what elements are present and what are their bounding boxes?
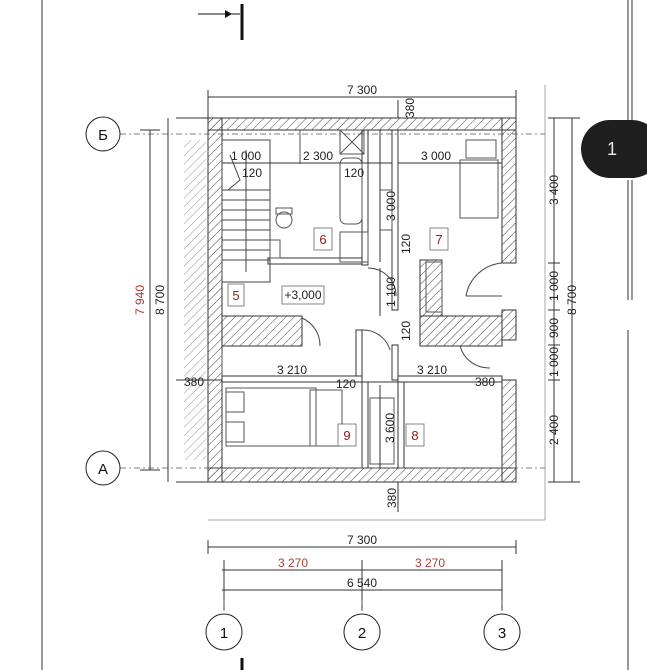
svg-text:9: 9 — [343, 428, 350, 443]
axis-marker-col-2: 2 — [343, 613, 381, 651]
dim-room7-width: 3 000 — [421, 149, 451, 163]
dim-wall-top: 380 — [403, 98, 417, 118]
svg-text:8: 8 — [411, 428, 418, 443]
axis-marker-row-bottom: А — [85, 450, 121, 486]
room-label-5: 5 — [227, 283, 245, 307]
dim-left-total-outer: 7 940 — [133, 285, 147, 315]
dim-right-900: 900 — [547, 318, 561, 338]
dim-bath-width: 2 300 — [303, 149, 333, 163]
dim-room9-width: 3 210 — [277, 363, 307, 377]
svg-text:3: 3 — [498, 625, 506, 642]
level-mark: +3,000 — [281, 285, 325, 305]
doors — [301, 262, 503, 369]
dim-axis-span: 6 540 — [347, 576, 377, 590]
svg-text:7: 7 — [435, 232, 442, 247]
dim-axis-1-2: 3 270 — [278, 556, 308, 570]
dim-axis-2-3: 3 270 — [415, 556, 445, 570]
dim-right-1000b: 1 000 — [547, 347, 561, 377]
interior-partitions — [221, 129, 503, 469]
axis-marker-col-1: 1 — [205, 613, 243, 651]
furniture — [221, 139, 499, 465]
dim-wall-bottom: 380 — [385, 488, 399, 508]
dim-total-width-top: 7 300 — [347, 83, 377, 97]
svg-text:Б: Б — [98, 127, 108, 144]
dim-right-2400: 2 400 — [547, 415, 561, 445]
svg-text:5: 5 — [232, 288, 239, 303]
dim-hall-width: 1 100 — [384, 277, 398, 307]
axis-marker-row-top: Б — [85, 116, 121, 152]
axis-lines — [120, 133, 545, 615]
svg-text:1: 1 — [220, 625, 228, 642]
staircase — [221, 139, 271, 283]
dim-room8-width: 3 210 — [417, 363, 447, 377]
dim-partition-d: 120 — [399, 321, 413, 341]
room-label-9: 9 — [337, 423, 357, 447]
dim-right-total: 8 700 — [565, 285, 579, 315]
dim-room9-depth: 3 600 — [383, 413, 397, 443]
dim-stair-width: 1 000 — [231, 149, 261, 163]
svg-text:2: 2 — [358, 625, 366, 642]
axis-marker-col-3: 3 — [483, 613, 521, 651]
dim-right-1000a: 1 000 — [547, 271, 561, 301]
svg-text:6: 6 — [319, 232, 326, 247]
section-mark-top — [198, 4, 244, 40]
dim-wall-left: 380 — [184, 375, 204, 389]
dim-partition-b: 120 — [344, 166, 364, 180]
dim-room6-depth: 3 000 — [384, 191, 398, 221]
dim-left-total-inner: 8 700 — [153, 285, 167, 315]
svg-text:+3,000: +3,000 — [284, 288, 321, 302]
dim-partition-e: 120 — [336, 377, 356, 391]
room-label-6: 6 — [313, 227, 333, 251]
page-number-badge[interactable]: 1 — [581, 120, 647, 178]
dim-wall-right: 380 — [475, 375, 495, 389]
svg-text:А: А — [98, 461, 108, 478]
room-label-7: 7 — [429, 227, 449, 251]
dim-partition-c: 120 — [399, 234, 413, 254]
dimension-lines — [140, 90, 580, 610]
dim-right-3400: 3 400 — [547, 175, 561, 205]
room-label-8: 8 — [405, 423, 425, 447]
dim-total-width-bottom: 7 300 — [347, 533, 377, 547]
dim-partition-a: 120 — [242, 166, 262, 180]
